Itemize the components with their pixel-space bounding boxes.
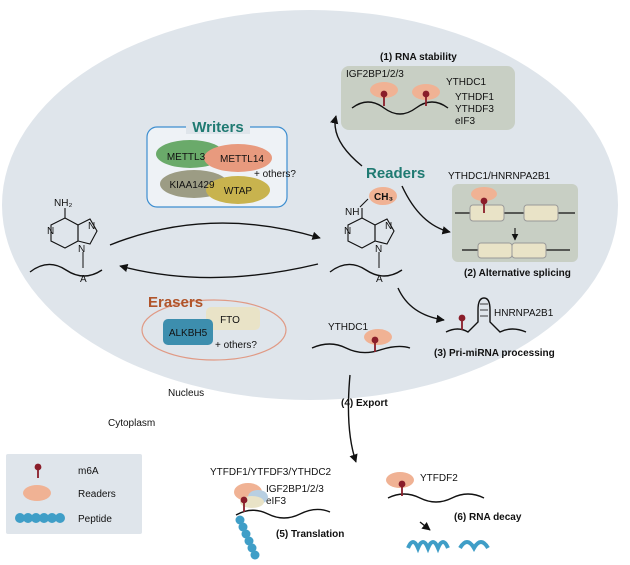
stability-reader-ythdf3: YTHDF3 xyxy=(455,104,494,115)
export-title: (4) Export xyxy=(341,398,388,409)
svg-text:A: A xyxy=(80,274,87,285)
export-reader: YTHDC1 xyxy=(328,322,368,333)
reader-blob xyxy=(386,472,414,488)
svg-text:N: N xyxy=(375,244,382,255)
decay-reader: YTFDF2 xyxy=(420,473,458,484)
arrow-stability xyxy=(330,115,363,167)
translation-reader-a: YTFDF1/YTFDF3/YTHDC2 xyxy=(210,467,332,478)
svg-text:N: N xyxy=(385,221,392,232)
stability-reader-ythdf1: YTHDF1 xyxy=(455,92,494,103)
peptide-chain xyxy=(235,515,260,560)
adenosine-left: NH₂ N N N A xyxy=(29,198,103,285)
stability-reader-igf2bp: IGF2BP1/2/3 xyxy=(346,69,404,80)
erasers-others: + others? xyxy=(215,340,257,351)
svg-text:A: A xyxy=(376,274,383,285)
arrow-splicing xyxy=(401,185,451,235)
legend-readers-label: Readers xyxy=(78,489,116,500)
mettl14-label: METTL14 xyxy=(220,154,264,165)
legend-peptide-label: Peptide xyxy=(78,514,112,525)
primirna-reader: HNRNPA2B1 xyxy=(494,308,554,319)
fto-box xyxy=(206,307,260,330)
wtap-ellipse xyxy=(206,176,270,204)
svg-text:NH₂: NH₂ xyxy=(54,198,72,209)
writers-title: Writers xyxy=(192,119,243,136)
alkbh5-label: ALKBH5 xyxy=(169,328,208,339)
mettl14-ellipse xyxy=(204,144,272,172)
decay-fragment-1 xyxy=(406,540,450,554)
alkbh5-box xyxy=(163,319,213,345)
eraser-arrow xyxy=(119,263,319,279)
reader-blob-center xyxy=(369,187,397,205)
svg-text:N: N xyxy=(88,221,95,232)
legend-readers-icon xyxy=(23,485,51,501)
svg-text:N: N xyxy=(78,244,85,255)
svg-text:N: N xyxy=(344,226,351,237)
legend-m6a xyxy=(34,463,42,478)
wtap-label: WTAP xyxy=(224,186,252,197)
fto-label: FTO xyxy=(220,315,240,326)
splicing-reader: YTHDC1/HNRNPA2B1 xyxy=(448,171,550,182)
splicing-title: (2) Alternative splicing xyxy=(464,268,571,279)
stability-reader-eif3: eIF3 xyxy=(455,116,475,127)
legend-box xyxy=(6,454,142,534)
decay-arrow xyxy=(419,521,431,531)
svg-text:CH₃: CH₃ xyxy=(374,192,393,203)
erasers-title: Erasers xyxy=(148,294,203,311)
adenosine-m6a: NH CH₃ N N N A xyxy=(329,187,403,285)
translation-reader-b: IGF2BP1/2/3 xyxy=(266,484,324,495)
mettl3-label: METTL3 xyxy=(167,152,206,163)
erasers-ellipse xyxy=(141,299,287,361)
arrow-export xyxy=(347,374,358,463)
reader-blob xyxy=(471,187,497,201)
arrow-primirna xyxy=(397,287,445,324)
primirna-title: (3) Pri-miRNA processing xyxy=(434,348,555,359)
reader-blob xyxy=(364,329,392,345)
stability-title: (1) RNA stability xyxy=(380,52,457,63)
writer-arrow xyxy=(109,222,321,246)
translation-title: (5) Translation xyxy=(276,529,344,540)
svg-text:NH: NH xyxy=(345,207,359,218)
legend-m6a-label: m6A xyxy=(78,466,99,477)
writers-others: + others? xyxy=(254,169,296,180)
cytoplasm-label: Cytoplasm xyxy=(108,418,155,429)
nucleus-label: Nucleus xyxy=(168,388,204,399)
kiaa1429-label: KIAA1429 xyxy=(169,180,214,191)
readers-title: Readers xyxy=(366,165,425,182)
decay-title: (6) RNA decay xyxy=(454,512,522,523)
svg-text:N: N xyxy=(47,226,54,237)
reader-blob xyxy=(370,82,398,98)
stability-reader-ythdc1: YTHDC1 xyxy=(446,77,486,88)
translation-reader-c: eIF3 xyxy=(266,496,286,507)
decay-fragment-2 xyxy=(458,540,490,552)
legend-peptide-icon xyxy=(15,513,65,523)
